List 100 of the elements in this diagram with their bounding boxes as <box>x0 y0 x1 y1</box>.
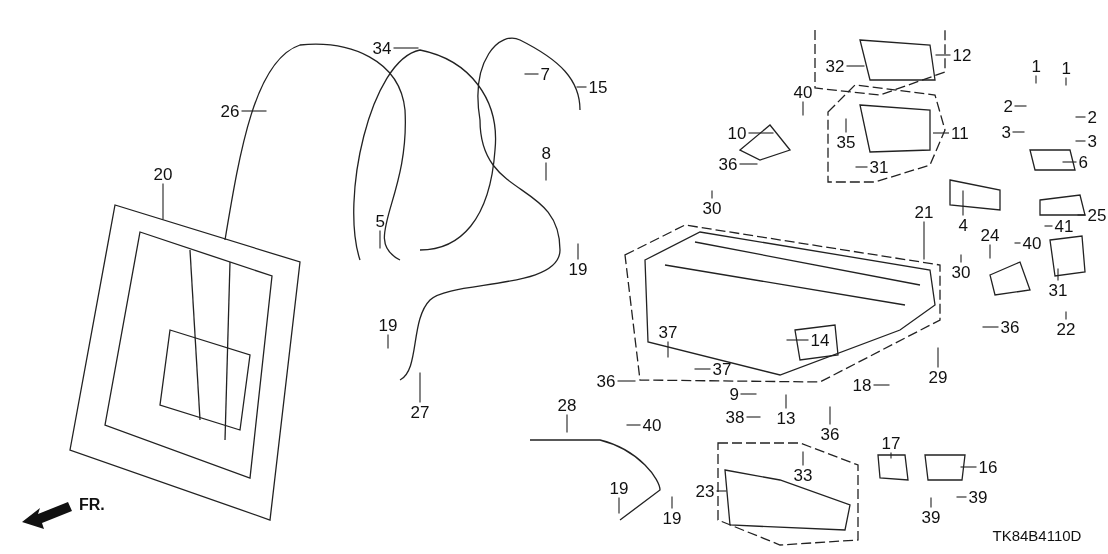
callout-number: 36 <box>596 372 616 390</box>
leader-line <box>419 371 421 404</box>
leader-line <box>738 163 759 165</box>
leader-line <box>845 65 866 67</box>
callout-number: 32 <box>825 57 845 75</box>
leader-line <box>989 243 991 260</box>
callout-number: 21 <box>914 203 934 221</box>
callout-number: 12 <box>952 46 972 64</box>
leader-line <box>667 340 669 359</box>
leader-line <box>1061 161 1078 163</box>
callout-number: 30 <box>702 199 722 217</box>
callout-number: 20 <box>153 165 173 183</box>
leader-line <box>1065 76 1067 87</box>
callout-number: 35 <box>836 133 856 151</box>
leader-line <box>932 132 950 134</box>
leader-line <box>1057 267 1059 282</box>
leader-line <box>802 100 804 117</box>
callout-number: 39 <box>921 508 941 526</box>
callout-number: 19 <box>609 479 629 497</box>
callout-number: 9 <box>729 385 739 403</box>
leader-line <box>387 333 389 350</box>
leader-line <box>785 339 810 341</box>
leader-line <box>923 220 925 261</box>
leader-line <box>711 189 713 200</box>
leader-line <box>854 166 869 168</box>
callout-number: 27 <box>410 403 430 421</box>
leader-line <box>960 253 962 264</box>
leader-line <box>745 416 762 418</box>
callout-number: 24 <box>980 226 1000 244</box>
callout-number: 4 <box>958 216 968 234</box>
callout-number: 26 <box>220 102 240 120</box>
direction-label: FR. <box>79 496 105 514</box>
callout-number: 17 <box>881 434 901 452</box>
callout-number: 7 <box>540 65 550 83</box>
leader-line <box>575 86 588 88</box>
callout-number: 38 <box>725 408 745 426</box>
leader-line <box>392 47 420 49</box>
leader-line <box>671 495 673 510</box>
callout-number: 15 <box>588 78 608 96</box>
callout-number: 3 <box>1087 132 1097 150</box>
callout-number: 36 <box>1000 318 1020 336</box>
callout-number: 37 <box>712 360 732 378</box>
callout-number: 39 <box>968 488 988 506</box>
callout-number: 2 <box>1003 97 1013 115</box>
callout-number: 40 <box>642 416 662 434</box>
callout-number: 11 <box>951 124 969 142</box>
callout-number: 3 <box>1001 123 1011 141</box>
leader-line <box>1013 242 1022 244</box>
callout-number: 19 <box>568 260 588 278</box>
leader-line <box>1035 74 1037 85</box>
leader-line <box>616 380 637 382</box>
diagram-code: TK84B4110D <box>992 526 1082 544</box>
callout-number: 37 <box>658 323 678 341</box>
leader-line <box>785 393 787 410</box>
leader-line <box>625 424 642 426</box>
callout-number: 34 <box>372 39 392 57</box>
callout-number: 16 <box>978 458 998 476</box>
leader-line <box>890 451 892 460</box>
leader-line <box>715 490 728 492</box>
leader-line <box>379 229 381 250</box>
leader-line <box>566 413 568 434</box>
leader-line <box>545 161 547 182</box>
leader-line <box>1065 310 1067 321</box>
leader-line <box>872 384 891 386</box>
callout-number: 41 <box>1054 217 1074 235</box>
leader-line <box>1074 116 1087 118</box>
leader-line <box>802 450 804 467</box>
leader-line <box>930 496 932 509</box>
leader-line <box>693 368 712 370</box>
callout-number: 31 <box>1048 281 1068 299</box>
callout-number: 8 <box>541 144 551 162</box>
callout-number: 30 <box>951 263 971 281</box>
callout-number: 28 <box>557 396 577 414</box>
leader-line <box>955 496 968 498</box>
callout-number: 6 <box>1078 153 1088 171</box>
leader-line <box>962 189 964 217</box>
leader-line <box>981 326 1000 328</box>
leader-line <box>934 54 952 56</box>
leader-line <box>523 73 540 75</box>
leader-line <box>162 182 164 221</box>
leader-line <box>959 466 978 468</box>
leader-line <box>1013 105 1028 107</box>
leader-line <box>618 496 620 515</box>
leader-line <box>845 117 847 134</box>
callout-number: 5 <box>375 212 385 230</box>
callout-number: 19 <box>662 509 682 527</box>
callout-number: 23 <box>695 482 715 500</box>
callout-number: 1 <box>1061 59 1071 77</box>
callout-number: 10 <box>727 124 747 142</box>
callout-number: 18 <box>852 376 872 394</box>
leader-line <box>577 242 579 261</box>
leader-line <box>937 346 939 369</box>
leader-line <box>739 393 758 395</box>
callout-number: 1 <box>1031 57 1041 75</box>
leader-line <box>1043 225 1054 227</box>
callout-number: 31 <box>869 158 889 176</box>
leader-line <box>829 405 831 426</box>
leader-line <box>747 132 775 134</box>
callout-number: 36 <box>718 155 738 173</box>
callout-number: 33 <box>793 466 813 484</box>
